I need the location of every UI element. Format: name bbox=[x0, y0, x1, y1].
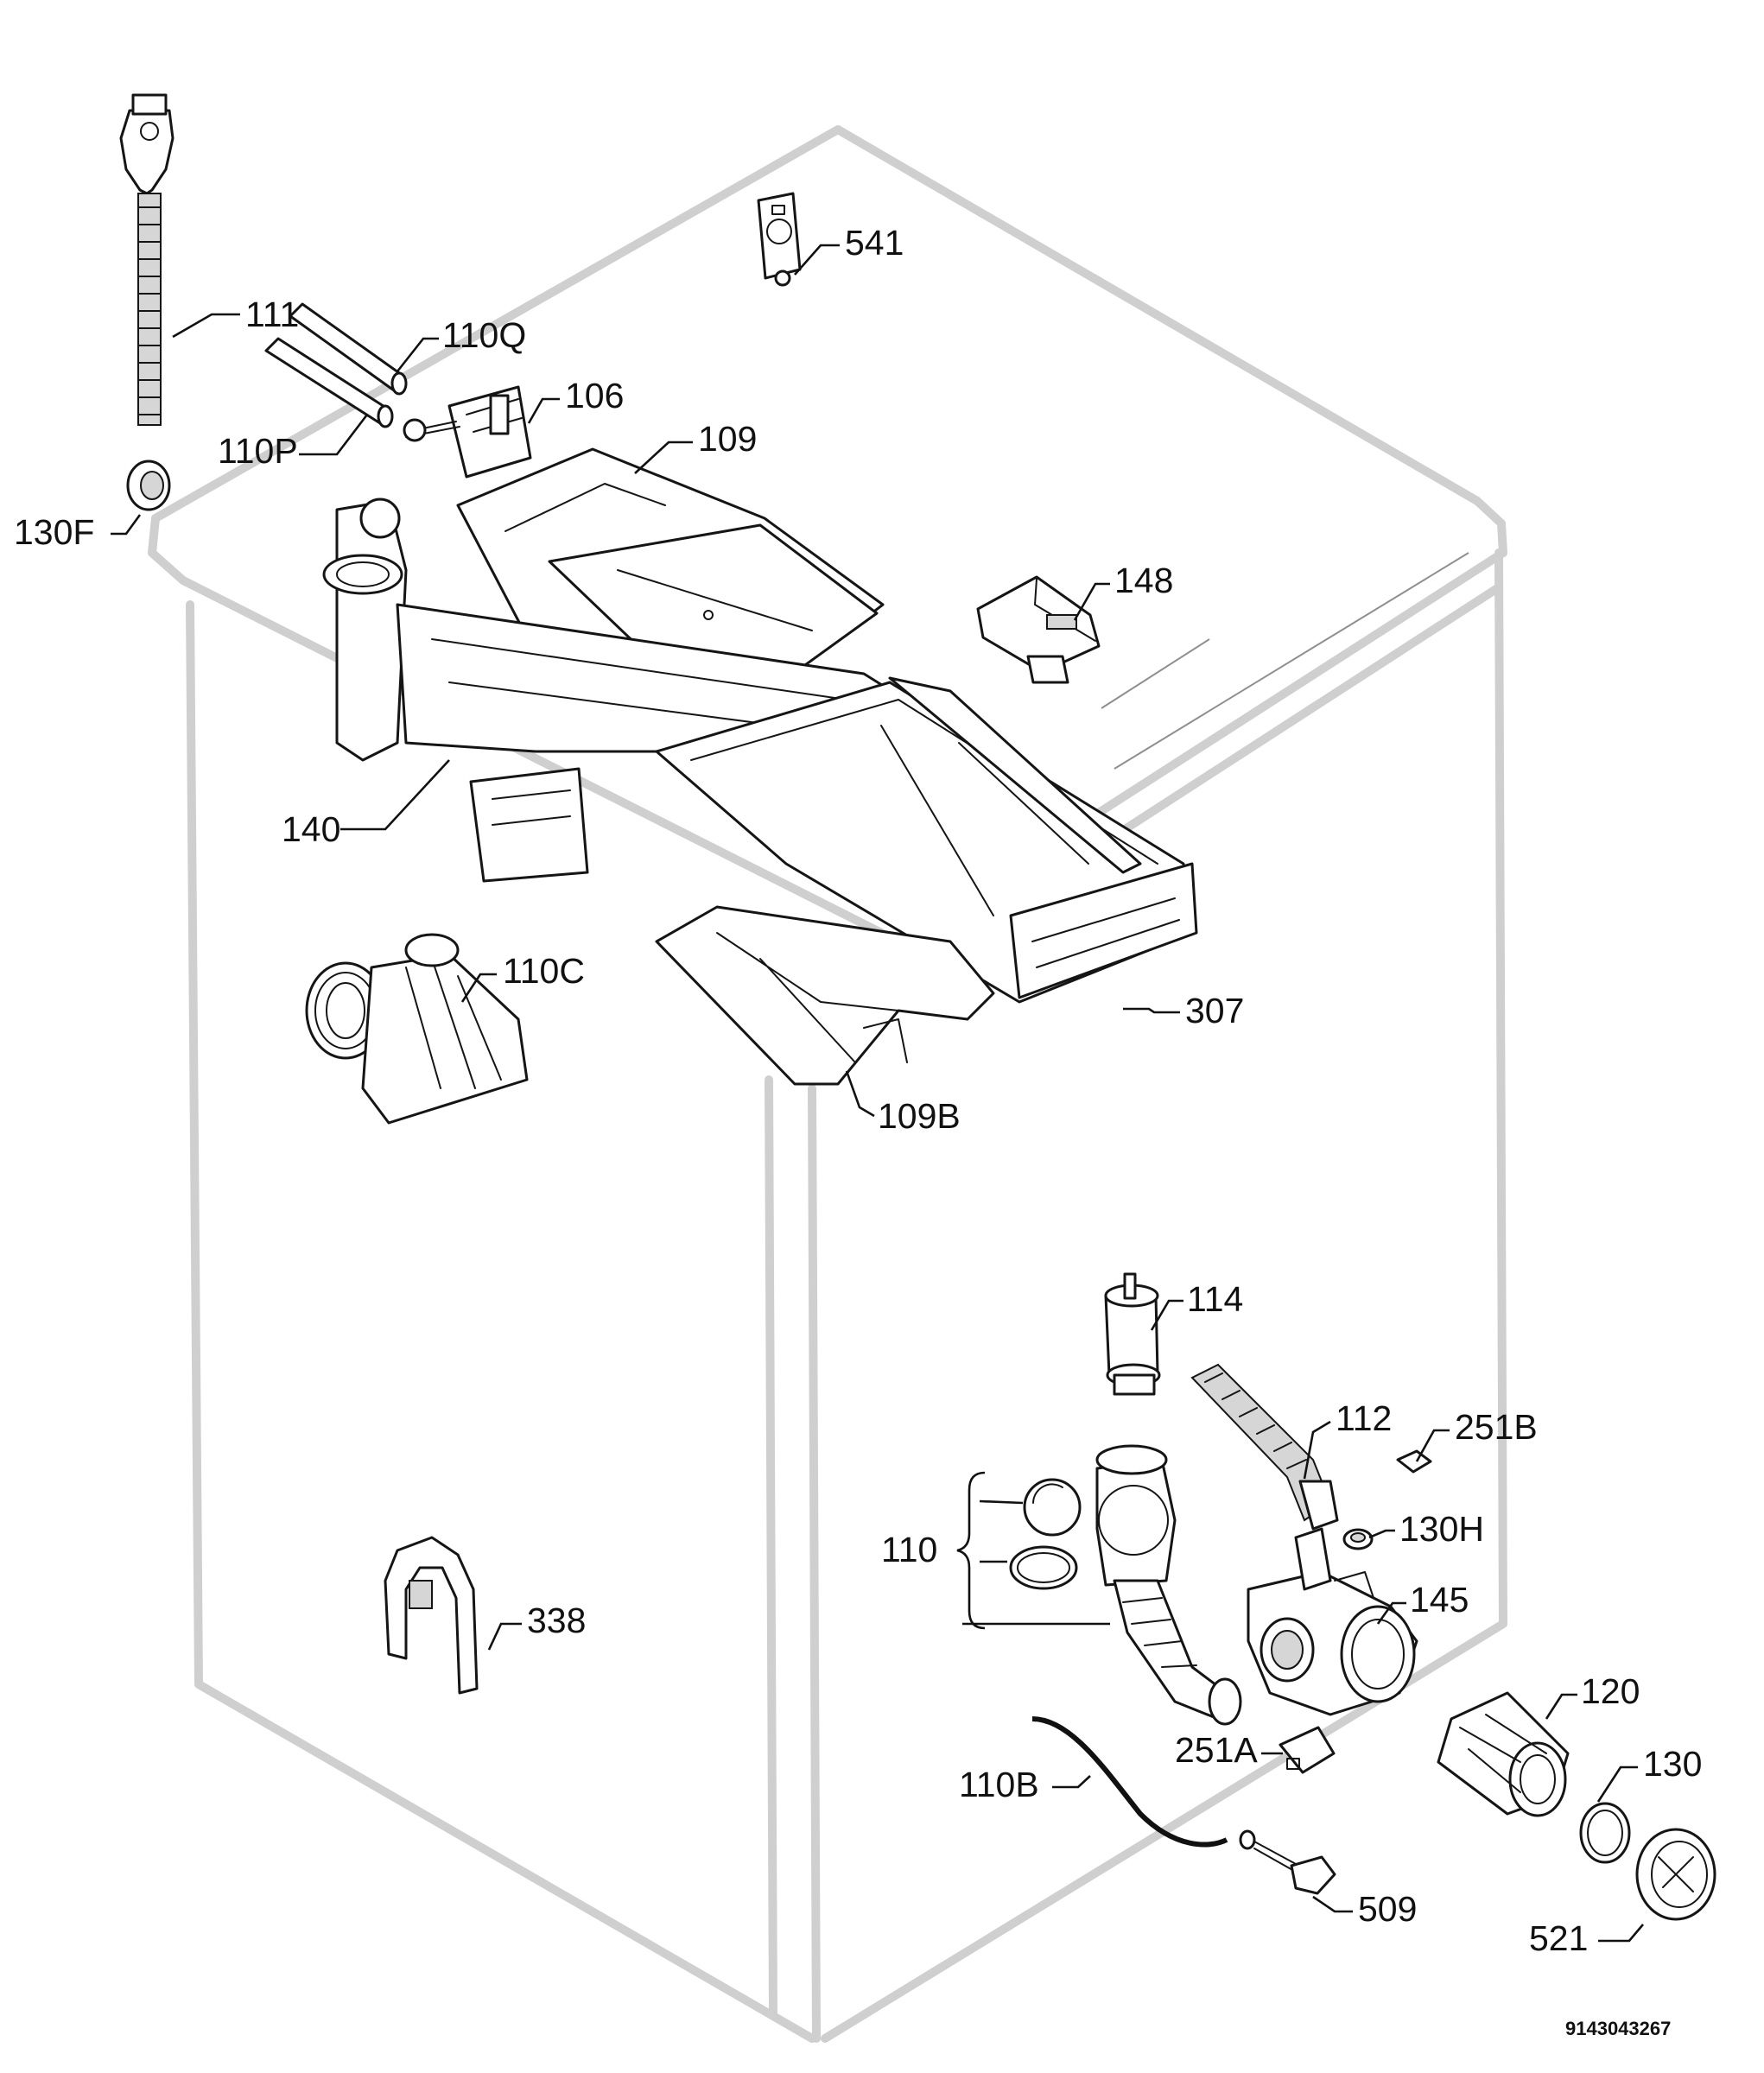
label-110B: 110B bbox=[959, 1765, 1039, 1804]
document-code: 9143043267 bbox=[1565, 2018, 1671, 2039]
label-145: 145 bbox=[1410, 1580, 1469, 1620]
part-338-illustration bbox=[384, 1536, 479, 1695]
part-106-illustration bbox=[403, 385, 532, 479]
label-111: 111 bbox=[245, 295, 299, 334]
label-251A: 251A bbox=[1175, 1730, 1258, 1770]
label-307: 307 bbox=[1185, 991, 1244, 1030]
parts-110Q-110P-illustration bbox=[264, 302, 408, 428]
part-521-illustration bbox=[1635, 1828, 1716, 1921]
part-130F-illustration bbox=[126, 460, 171, 511]
label-110P: 110P bbox=[218, 431, 298, 471]
label-130: 130 bbox=[1643, 1744, 1702, 1784]
part-110-illustration bbox=[1009, 1444, 1242, 1726]
part-145-illustration bbox=[1247, 1527, 1418, 1716]
label-110: 110 bbox=[881, 1530, 937, 1569]
part-120-illustration bbox=[1437, 1691, 1570, 1817]
leader-lines bbox=[111, 244, 1644, 1943]
part-110C-illustration bbox=[305, 933, 529, 1125]
label-338: 338 bbox=[527, 1601, 586, 1640]
part-112-illustration bbox=[1190, 1363, 1339, 1531]
label-120: 120 bbox=[1581, 1671, 1640, 1711]
dispenser-housing-illustration bbox=[322, 447, 1198, 1086]
part-541-illustration bbox=[757, 192, 802, 287]
label-140: 140 bbox=[282, 809, 340, 849]
label-521: 521 bbox=[1529, 1918, 1588, 1958]
parts-251B-130H-illustration bbox=[1342, 1449, 1432, 1550]
label-110Q: 110Q bbox=[442, 315, 526, 355]
part-251A-illustration bbox=[1279, 1726, 1336, 1774]
label-110C: 110C bbox=[503, 951, 585, 991]
part-labels: 541 111 110Q 106 110P 109 130F 148 140 1… bbox=[14, 223, 1702, 1958]
label-114: 114 bbox=[1187, 1279, 1243, 1319]
label-109B: 109B bbox=[878, 1096, 961, 1136]
label-130F: 130F bbox=[14, 512, 94, 552]
label-109: 109 bbox=[698, 419, 757, 459]
part-130-illustration bbox=[1579, 1802, 1631, 1864]
part-148-illustration bbox=[976, 575, 1101, 684]
label-541: 541 bbox=[845, 223, 904, 263]
label-112: 112 bbox=[1336, 1398, 1392, 1438]
label-509: 509 bbox=[1358, 1889, 1417, 1929]
part-114-illustration bbox=[1104, 1272, 1161, 1396]
label-251B: 251B bbox=[1455, 1407, 1538, 1447]
parts-110B-509-illustration bbox=[1031, 1716, 1336, 1895]
label-130H: 130H bbox=[1399, 1509, 1484, 1549]
label-148: 148 bbox=[1114, 561, 1173, 600]
part-111-illustration bbox=[119, 93, 174, 426]
label-106: 106 bbox=[565, 376, 624, 415]
group-110-brace bbox=[956, 1471, 986, 1630]
